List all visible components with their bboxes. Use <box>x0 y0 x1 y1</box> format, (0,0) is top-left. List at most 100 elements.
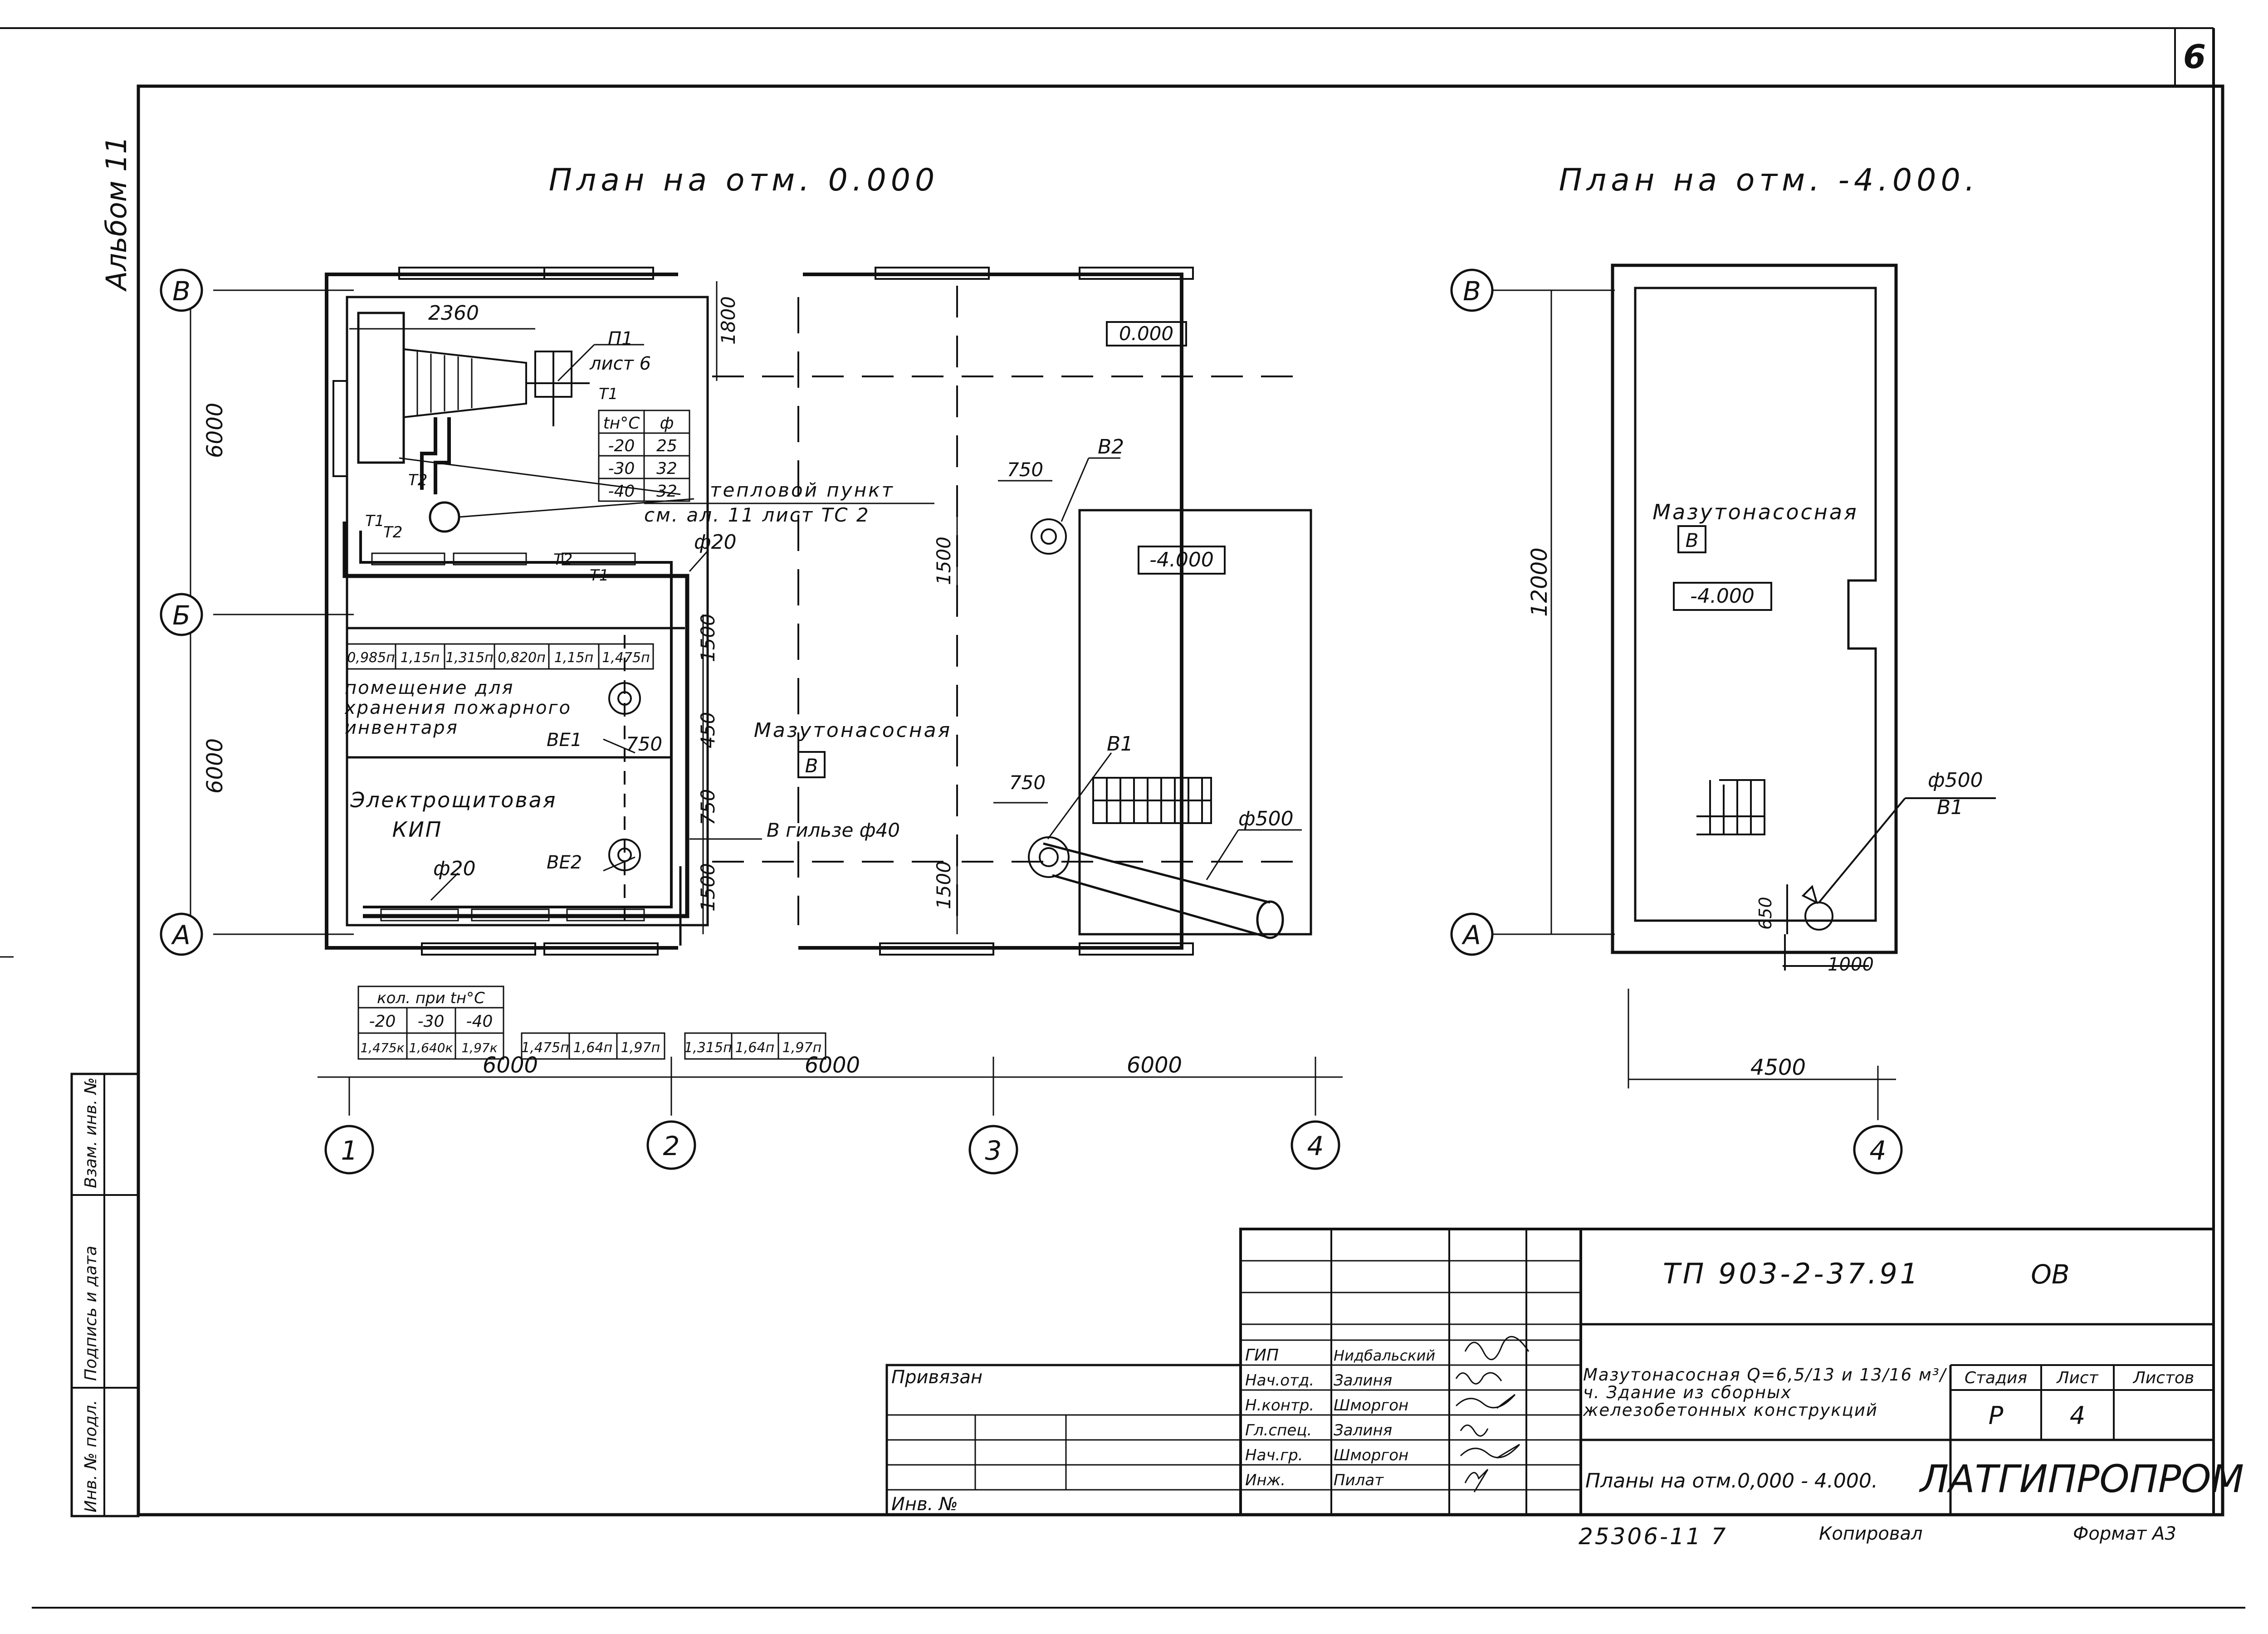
name-1: Нидбальский <box>1334 1347 1435 1364</box>
plan-right-axis-lines <box>1479 289 1896 1120</box>
temp-table-r2-d: 32 <box>656 459 677 478</box>
plan-right-walls <box>1611 263 1898 954</box>
dim-6000-row-2: 6000 <box>202 738 228 794</box>
role-3: Н.контр. <box>1245 1396 1314 1415</box>
risers <box>608 518 1070 925</box>
p1-label: П1 <box>608 328 633 349</box>
heat-unit-equipment <box>357 312 590 533</box>
dim-450: 450 <box>697 712 719 748</box>
footer-number: 25306-11 7 <box>1579 1523 1727 1550</box>
temp-table-r3-t: -40 <box>608 482 635 501</box>
temp-table-r1-t: -20 <box>608 437 635 455</box>
sleeve-label: В гильзе ф40 <box>767 819 900 841</box>
room-main-label: Мазутонасосная <box>754 719 952 742</box>
plan-right-pipe-b1: В1 <box>1937 796 1963 819</box>
count-table-temp-3: -40 <box>466 1012 493 1031</box>
format-label: Формат А3 <box>2073 1523 2176 1544</box>
side-stamp-signature-date: Подпись и дата <box>82 1246 100 1381</box>
title-block-grid <box>885 1228 2215 1516</box>
count-table-header: кол. при tн°С <box>377 989 485 1007</box>
radiator-1-4: 0,820п <box>498 650 546 666</box>
plan-right-dim-650: 650 <box>1755 897 1775 930</box>
signatures <box>1455 1336 1530 1493</box>
radiator-1-3: 1,315п <box>445 650 494 666</box>
level-box-0 <box>1106 321 1187 346</box>
dim-6000-col-2: 6000 <box>805 1053 860 1078</box>
pipe-d20-a: ф20 <box>694 531 737 554</box>
plan-right-level-box <box>1673 582 1772 611</box>
plan-right-category-box <box>1677 525 1706 553</box>
doc-mark: ОВ <box>2031 1259 2069 1290</box>
dim-750-a: 750 <box>1007 458 1043 481</box>
axis-label-row-a: А <box>171 920 191 951</box>
temp-table-r2-t: -30 <box>608 459 635 478</box>
v-label-be1: ВЕ1 <box>547 730 582 751</box>
plan-left-windows <box>332 267 1194 956</box>
sheet-number: 6 <box>2183 38 2206 76</box>
organization: ЛАТГИПРОПРОМ <box>1919 1457 2244 1501</box>
v-label-b2: В2 <box>1098 435 1124 458</box>
inv-label: Инв. № <box>891 1494 958 1515</box>
count-table-temp-1: -20 <box>369 1012 396 1031</box>
axis-label-col-3: 3 <box>985 1135 1002 1166</box>
radiator-3-3: 1,97п <box>782 1040 821 1056</box>
side-stamp-inv-orig: Инв. № подл. <box>82 1400 100 1512</box>
radiator-1-6: 1,475п <box>602 650 650 666</box>
stairs-right <box>1696 779 1765 835</box>
name-3: Шморгон <box>1334 1396 1408 1415</box>
temp-table <box>598 410 690 502</box>
room-main-category-box <box>797 751 826 778</box>
radiator-2-3: 1,97п <box>621 1040 660 1056</box>
dim-6000-col-3: 6000 <box>1127 1053 1182 1078</box>
axis-label-col-4: 4 <box>1307 1131 1324 1161</box>
count-table-val-2: 1,640к <box>409 1040 453 1055</box>
room-electric-label-1: Электрощитовая <box>350 788 557 812</box>
role-1: ГИП <box>1245 1346 1279 1365</box>
copied-label: Копировал <box>1819 1523 1923 1544</box>
axis-label-col-2: 2 <box>663 1131 680 1161</box>
name-2: Залиня <box>1334 1371 1392 1390</box>
side-stamp-replaced-inv: Взам. инв. № <box>82 1078 100 1188</box>
dim-1500-c: 1500 <box>697 863 719 912</box>
axis-label-row-v: В <box>172 276 191 307</box>
radiator-1-5: 1,15п <box>554 650 593 666</box>
plan-left-walls <box>325 271 1312 951</box>
name-4: Залиня <box>1334 1421 1392 1439</box>
pipe-d20-b: ф20 <box>433 857 476 880</box>
dim-750-c: 750 <box>626 733 662 755</box>
plan-right-room-category: В <box>1686 529 1699 551</box>
name-5: Шморгон <box>1334 1446 1408 1464</box>
room-storage-label-box: помещение для хранения пожарного инвента… <box>345 678 572 738</box>
room-electric-label-2: КИП <box>392 817 443 842</box>
side-stamp <box>70 1073 140 1517</box>
album-label: Альбом 11 <box>100 136 133 292</box>
radiator-row-1-grid <box>346 643 654 670</box>
pipe-d500-label: ф500 <box>1238 807 1294 830</box>
radiator-1-1: 0,985п <box>347 650 395 666</box>
room-storage-label: помещение для хранения пожарного инвента… <box>345 678 572 738</box>
plan-right-dim-4500: 4500 <box>1750 1055 1806 1080</box>
temp-table-r1-d: 25 <box>656 437 677 455</box>
doc-description-box: Мазутонасосная Q=6,5/13 и 13/16 м³/ч. Зд… <box>1583 1366 1947 1420</box>
temp-table-r3-d: 32 <box>656 482 677 501</box>
role-6: Инж. <box>1245 1471 1286 1489</box>
role-4: Гл.спец. <box>1245 1421 1312 1439</box>
riser-right <box>1783 797 1996 971</box>
stage-header: Стадия <box>1965 1369 2027 1387</box>
radiator-rows-2-3-grid <box>521 1032 826 1060</box>
t-label-2: Т2 <box>408 471 427 489</box>
plan-right-pipe-d500: ф500 <box>1928 769 1983 792</box>
count-table-temp-2: -30 <box>418 1012 445 1031</box>
sheet-title: Планы на отм.0,000 - 4.000. <box>1585 1469 1878 1493</box>
plan-left-axis-lines <box>213 289 1343 1116</box>
doc-description: Мазутонасосная Q=6,5/13 и 13/16 м³/ч. Зд… <box>1583 1366 1947 1420</box>
role-2: Нач.отд. <box>1245 1371 1314 1390</box>
axis-label-row-b: Б <box>172 600 191 631</box>
sheet-header: Лист <box>2056 1369 2098 1387</box>
dim-6000-col-1: 6000 <box>483 1053 538 1078</box>
role-5: Нач.гр. <box>1245 1446 1303 1464</box>
plan-left-title: План на отм. 0.000 <box>549 162 939 198</box>
heat-unit-label: тепловой пункт <box>710 479 894 501</box>
t-label-4: Т2 <box>383 523 402 541</box>
